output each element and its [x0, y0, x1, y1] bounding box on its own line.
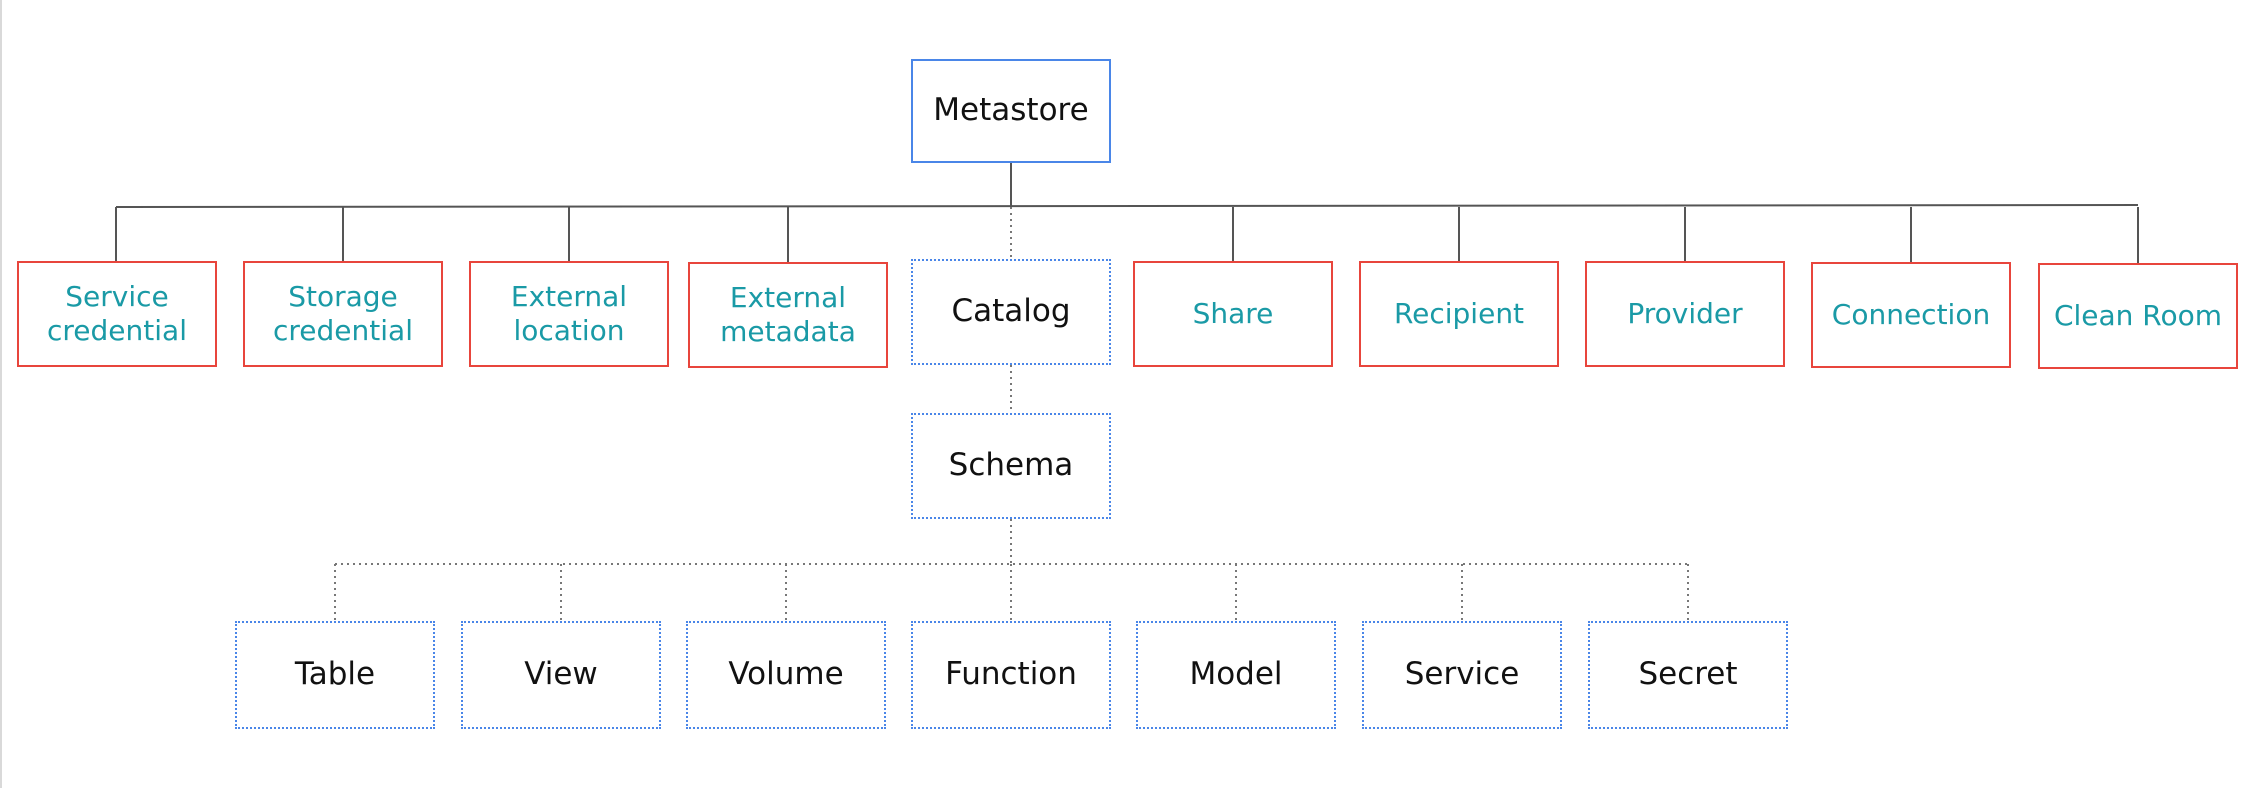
node-external-location-line1: External — [510, 280, 628, 314]
left-edge-divider — [0, 0, 2, 788]
node-metastore: Metastore — [911, 59, 1111, 163]
node-function-label: Function — [945, 656, 1077, 693]
node-provider-label: Provider — [1627, 297, 1743, 331]
node-storage-credential: Storage credential — [243, 261, 443, 367]
node-function: Function — [911, 621, 1111, 729]
node-metastore-label: Metastore — [933, 92, 1089, 129]
node-share-label: Share — [1192, 297, 1274, 331]
node-secret-label: Secret — [1638, 656, 1738, 693]
node-schema: Schema — [911, 413, 1111, 519]
node-external-metadata: External metadata — [688, 262, 888, 368]
node-view-label: View — [524, 656, 598, 693]
node-volume: Volume — [686, 621, 886, 729]
node-recipient: Recipient — [1359, 261, 1559, 367]
node-volume-label: Volume — [728, 656, 844, 693]
node-secret: Secret — [1588, 621, 1788, 729]
node-catalog-label: Catalog — [951, 293, 1071, 330]
node-connection-label: Connection — [1831, 298, 1991, 332]
node-service-credential-line1: Service — [65, 280, 169, 314]
node-external-location-line2: location — [513, 314, 625, 347]
node-service-credential-line2: credential — [47, 314, 187, 347]
node-service: Service — [1362, 621, 1562, 729]
node-schema-label: Schema — [948, 447, 1074, 484]
node-model-label: Model — [1189, 656, 1283, 693]
node-connection: Connection — [1811, 262, 2011, 368]
node-model: Model — [1136, 621, 1336, 729]
node-storage-credential-line2: credential — [273, 314, 413, 347]
node-view: View — [461, 621, 661, 729]
node-external-metadata-line2: metadata — [720, 315, 856, 348]
node-service-label: Service — [1404, 656, 1520, 693]
node-catalog: Catalog — [911, 259, 1111, 365]
node-external-metadata-line1: External — [729, 281, 847, 315]
node-clean-room: Clean Room — [2038, 263, 2238, 369]
node-share: Share — [1133, 261, 1333, 367]
node-clean-room-label: Clean Room — [2053, 299, 2223, 333]
node-table: Table — [235, 621, 435, 729]
node-provider: Provider — [1585, 261, 1785, 367]
node-storage-credential-line1: Storage — [288, 280, 398, 314]
node-recipient-label: Recipient — [1393, 297, 1525, 331]
node-external-location: External location — [469, 261, 669, 367]
node-table-label: Table — [294, 656, 376, 693]
connector-top-bus — [115, 204, 2139, 208]
node-service-credential: Service credential — [17, 261, 217, 367]
